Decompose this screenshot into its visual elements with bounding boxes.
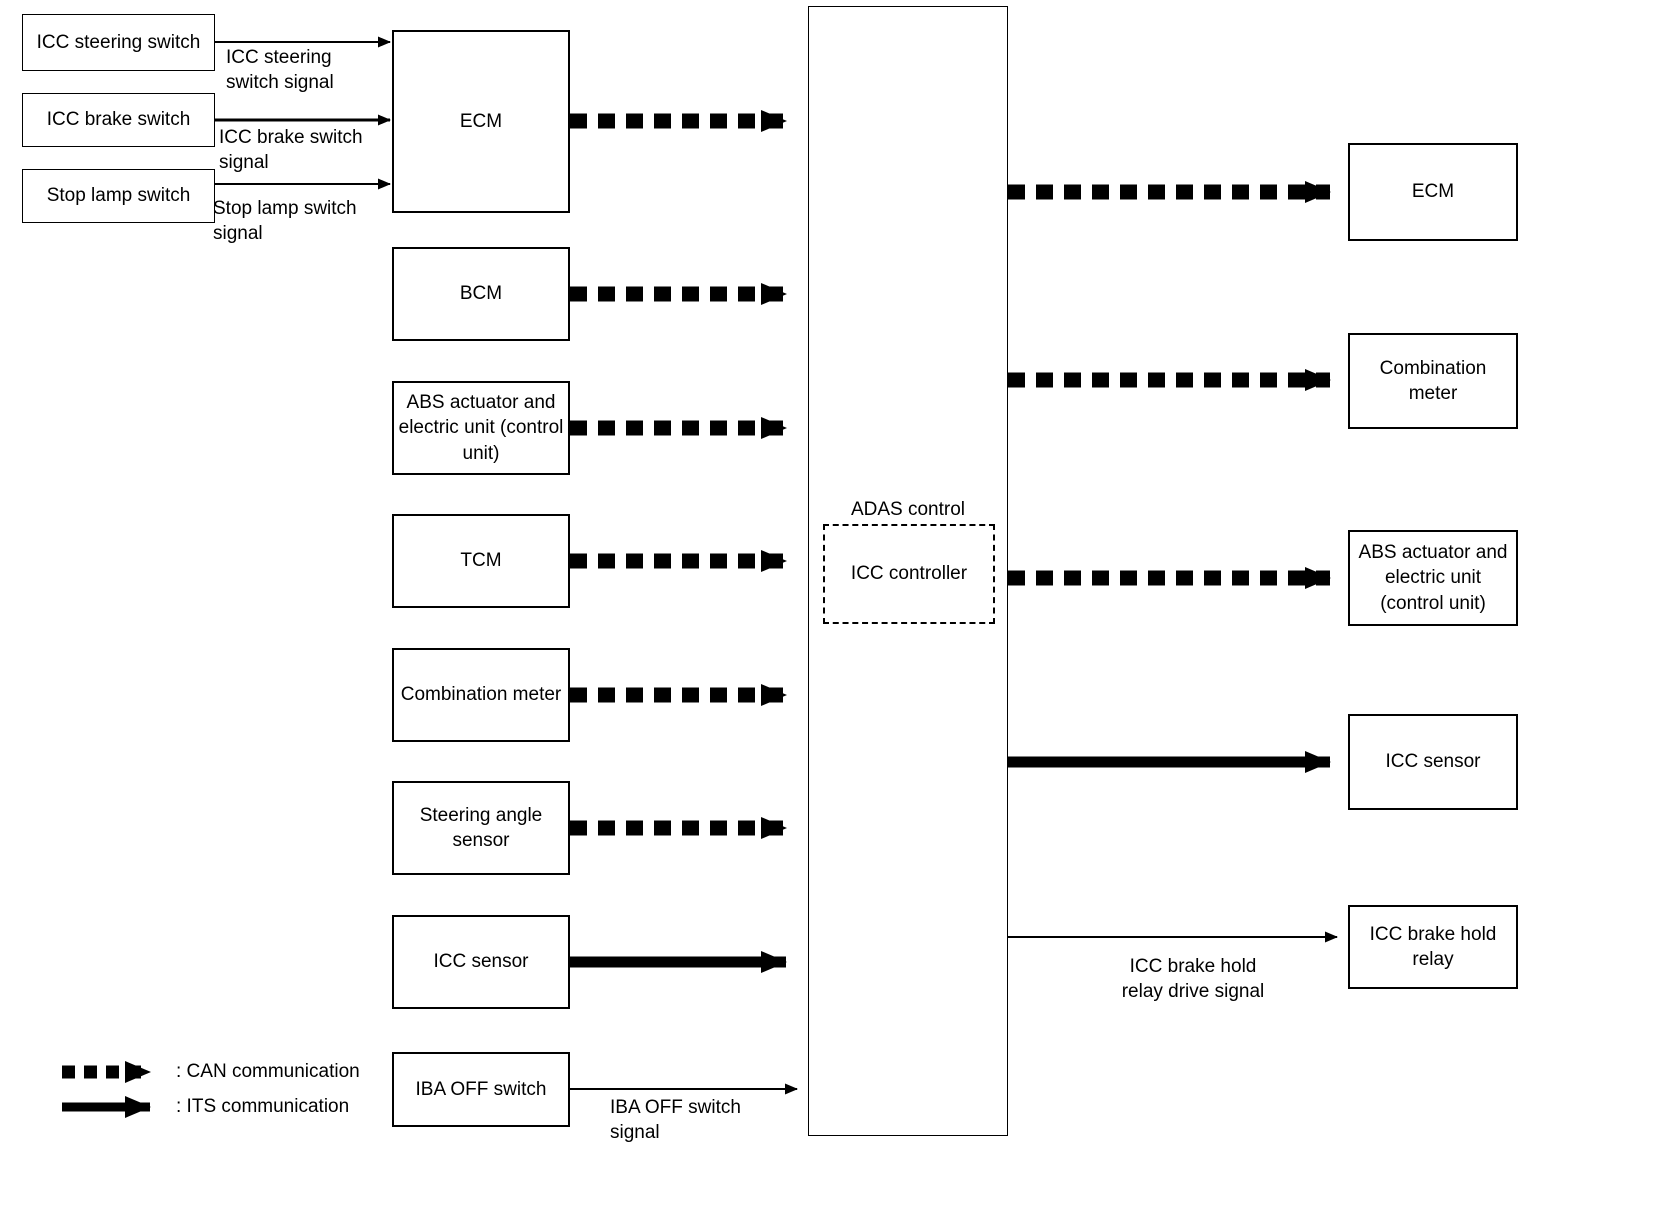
can-arrows-outbound [1008, 181, 1331, 589]
box-icc-controller[interactable]: ICC controller [823, 524, 995, 624]
box-stop-lamp-switch[interactable]: Stop lamp switch [22, 169, 215, 223]
box-icc-brake-switch[interactable]: ICC brake switch [22, 93, 215, 147]
label-adas-control: ADAS control [850, 499, 966, 520]
box-source-abs-actuator[interactable]: ABS actuator and electric unit (control … [392, 381, 570, 475]
can-arrows-inbound [570, 110, 787, 839]
box-source-ecm[interactable]: ECM [392, 30, 570, 213]
box-target-icc-sensor[interactable]: ICC sensor [1348, 714, 1518, 810]
box-icc-steering-switch[interactable]: ICC steering switch [22, 14, 215, 71]
label-iba-off-switch-signal: IBA OFF switch signal [610, 1097, 741, 1143]
box-source-icc-sensor[interactable]: ICC sensor [392, 915, 570, 1009]
box-target-combination-meter[interactable]: Combination meter [1348, 333, 1518, 429]
legend-its-label: : ITS communication [176, 1096, 350, 1117]
box-source-tcm[interactable]: TCM [392, 514, 570, 608]
label-icc-brake-switch-signal: ICC brake switch signal [219, 127, 363, 173]
box-source-bcm[interactable]: BCM [392, 247, 570, 341]
switch-input-arrows [215, 36, 391, 190]
label-stop-lamp-switch-signal: Stop lamp switch signal [213, 198, 357, 244]
box-source-combination-meter[interactable]: Combination meter [392, 648, 570, 742]
box-iba-off-switch[interactable]: IBA OFF switch [392, 1052, 570, 1127]
label-icc-brake-hold-relay-drive-signal: ICC brake hold relay drive signal [1121, 956, 1265, 1002]
box-source-steering-angle-sensor[interactable]: Steering angle sensor [392, 781, 570, 875]
box-target-abs-actuator[interactable]: ABS actuator and electric unit (control … [1348, 530, 1518, 626]
box-icc-brake-hold-relay[interactable]: ICC brake hold relay [1348, 905, 1518, 989]
box-target-ecm[interactable]: ECM [1348, 143, 1518, 241]
label-icc-steering-switch-signal: ICC steering switch signal [226, 47, 334, 93]
legend-can-label: : CAN communication [176, 1061, 360, 1082]
